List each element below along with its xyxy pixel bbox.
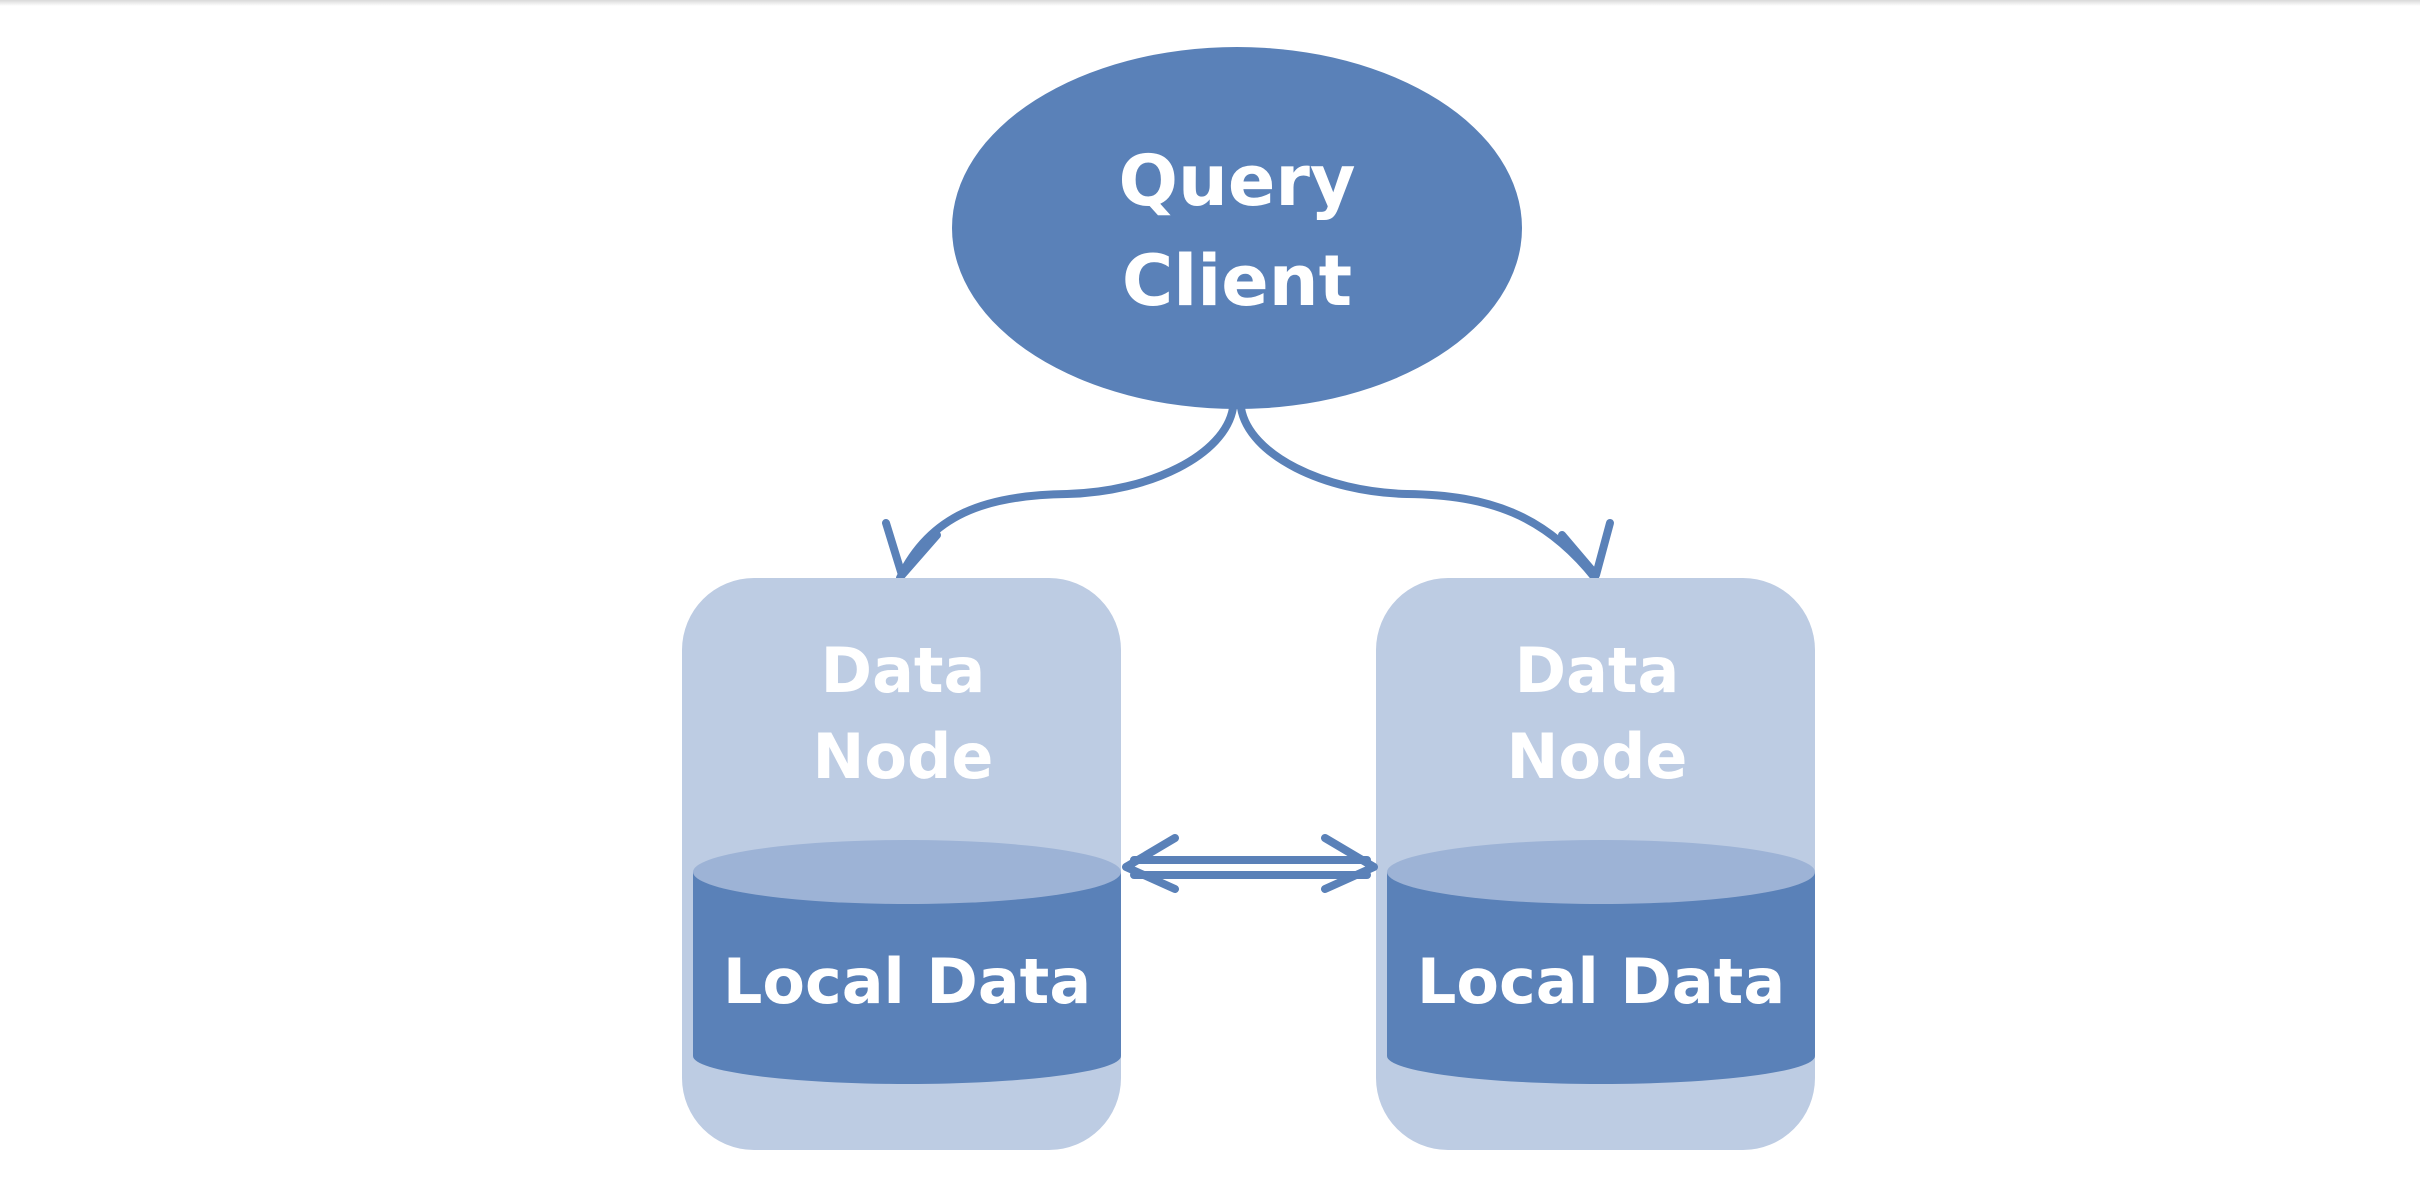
- node-to-node-right-arrowhead: [1321, 834, 1378, 893]
- local-data-right-label: Local Data: [1417, 945, 1785, 1018]
- query-client-label-line2: Client: [1122, 240, 1352, 322]
- client-to-node-right-arrow: [1237, 404, 1599, 582]
- node-to-node-double-arrow-line: [1130, 856, 1371, 879]
- client-to-node-left-arrow: [896, 404, 1237, 582]
- data-node-left-title-line1: Data: [821, 634, 986, 707]
- query-client[interactable]: Query Client: [952, 47, 1522, 409]
- node-to-node-left-arrowhead: [1122, 834, 1179, 893]
- local-data-left-top: [693, 840, 1121, 904]
- local-data-left-body: [693, 872, 1121, 1084]
- local-data-left-cylinder[interactable]: Local Data: [693, 840, 1121, 1084]
- query-client-label-line1: Query: [1119, 140, 1356, 222]
- window-top-edge: [0, 0, 2420, 6]
- client-to-node-left-arrowhead: [882, 519, 941, 579]
- query-client-shape: [952, 47, 1522, 409]
- local-data-right-top: [1387, 840, 1815, 904]
- data-node-right-title-line2: Node: [1507, 720, 1688, 793]
- client-to-node-right-arrowhead: [1558, 519, 1614, 579]
- local-data-left-label: Local Data: [723, 945, 1091, 1018]
- data-node-right[interactable]: Data Node Local Data: [1376, 578, 1815, 1150]
- local-data-right-cylinder[interactable]: Local Data: [1387, 840, 1815, 1084]
- data-node-left-title-line2: Node: [813, 720, 994, 793]
- local-data-right-body: [1387, 872, 1815, 1084]
- data-node-right-title-line1: Data: [1515, 634, 1680, 707]
- data-node-left[interactable]: Data Node Local Data: [682, 578, 1121, 1150]
